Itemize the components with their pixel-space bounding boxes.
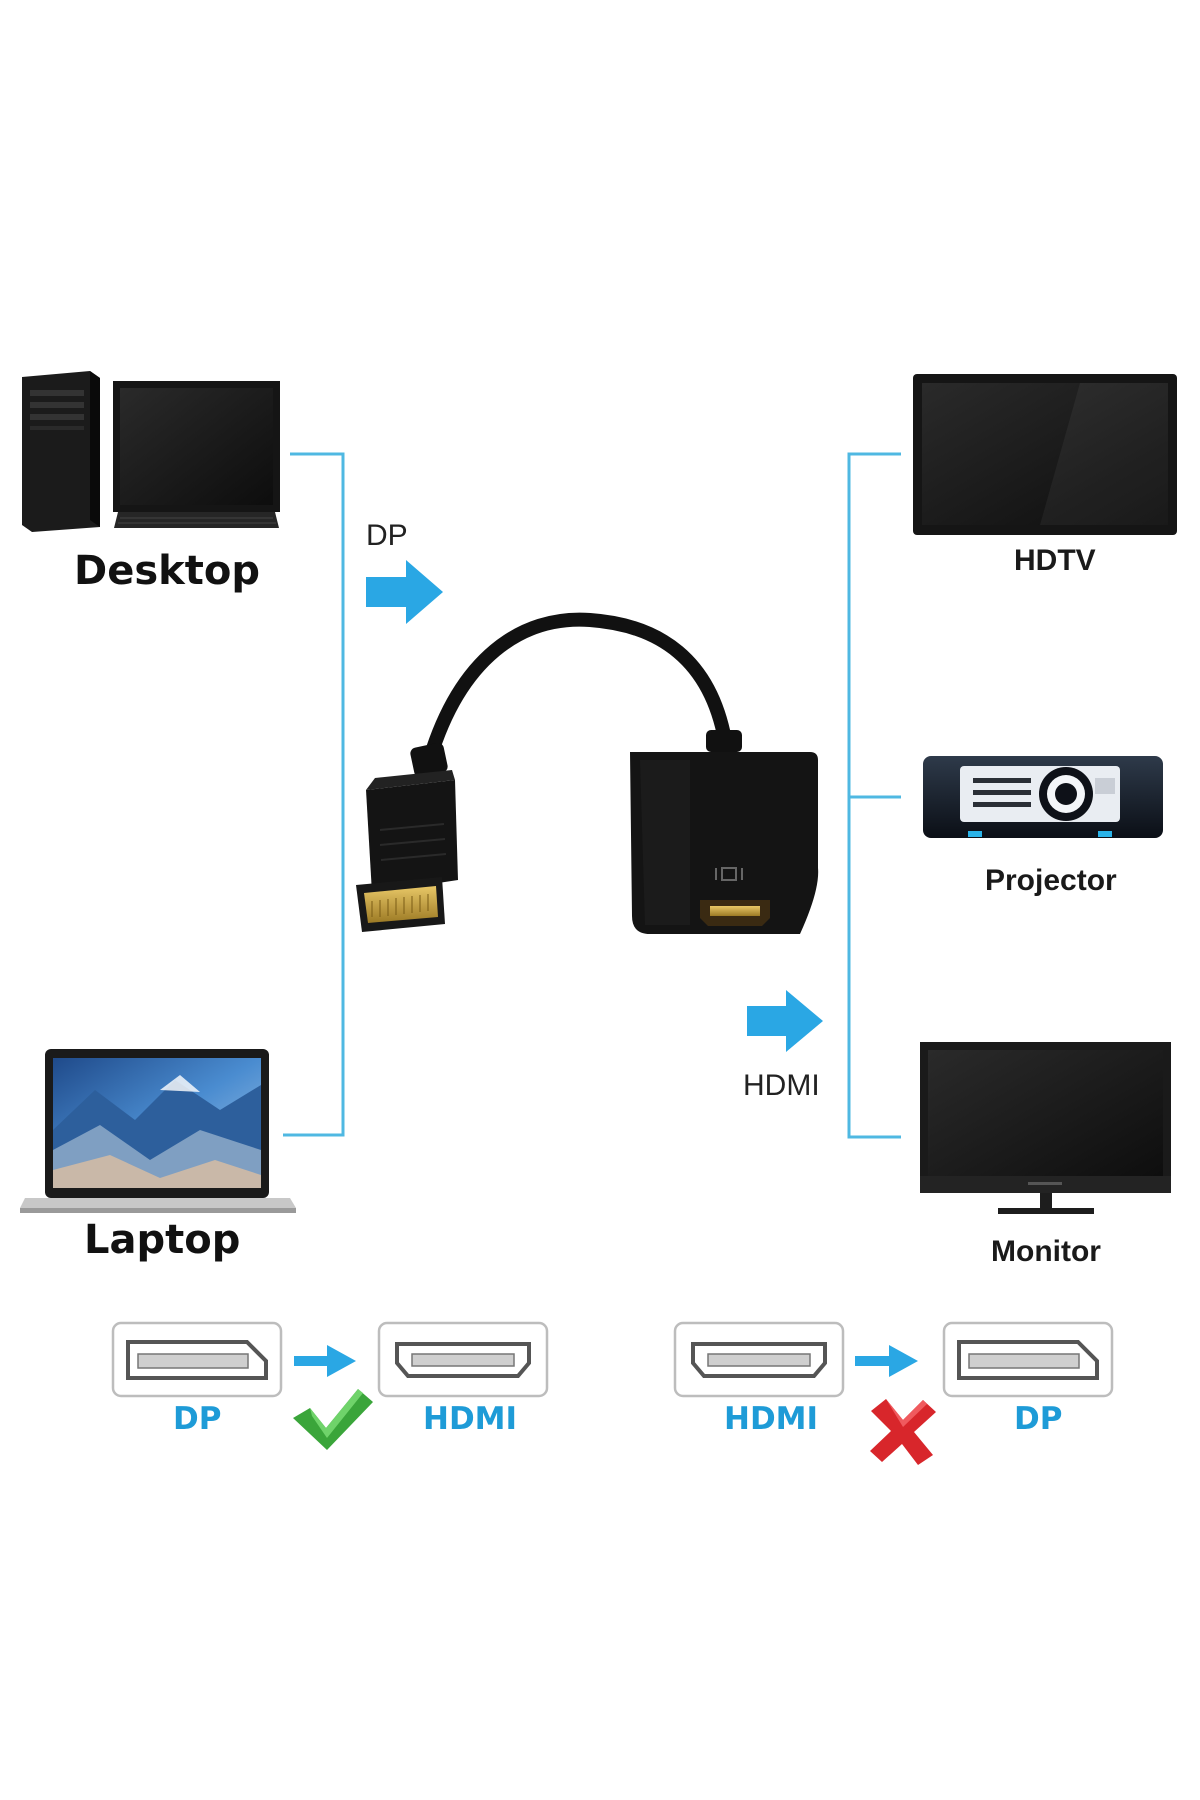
monitor-icon [920, 1042, 1171, 1214]
compat-arrow-1-icon [294, 1345, 356, 1377]
dp-signal-label: DP [366, 519, 408, 552]
hdtv-label: HDTV [1014, 544, 1096, 577]
compat-2-from-label: HDMI [724, 1401, 819, 1437]
dp-arrow-icon [366, 560, 443, 624]
laptop-label: Laptop [84, 1217, 241, 1263]
dp-port-icon [111, 1321, 283, 1398]
desktop-icon [22, 371, 280, 532]
adapter-icon [356, 612, 819, 934]
hdmi-port-icon-2 [673, 1321, 845, 1398]
hdmi-signal-label: HDMI [743, 1069, 820, 1102]
hdmi-arrow-icon [747, 990, 823, 1052]
compat-1-from-label: DP [173, 1401, 222, 1437]
cross-icon [870, 1399, 936, 1465]
hdtv-icon [913, 374, 1177, 535]
source-bracket [283, 452, 345, 1137]
check-icon [293, 1389, 373, 1450]
hdmi-port-icon [377, 1321, 549, 1398]
desktop-label: Desktop [74, 548, 260, 594]
compat-1-to-label: HDMI [423, 1401, 518, 1437]
projector-icon [923, 756, 1163, 838]
monitor-label: Monitor [991, 1235, 1101, 1268]
compat-arrow-2-icon [855, 1345, 918, 1377]
projector-label: Projector [985, 864, 1117, 897]
dp-port-icon-2 [942, 1321, 1114, 1398]
laptop-icon [20, 1049, 296, 1213]
compat-2-to-label: DP [1014, 1401, 1063, 1437]
display-bracket [847, 452, 901, 1139]
